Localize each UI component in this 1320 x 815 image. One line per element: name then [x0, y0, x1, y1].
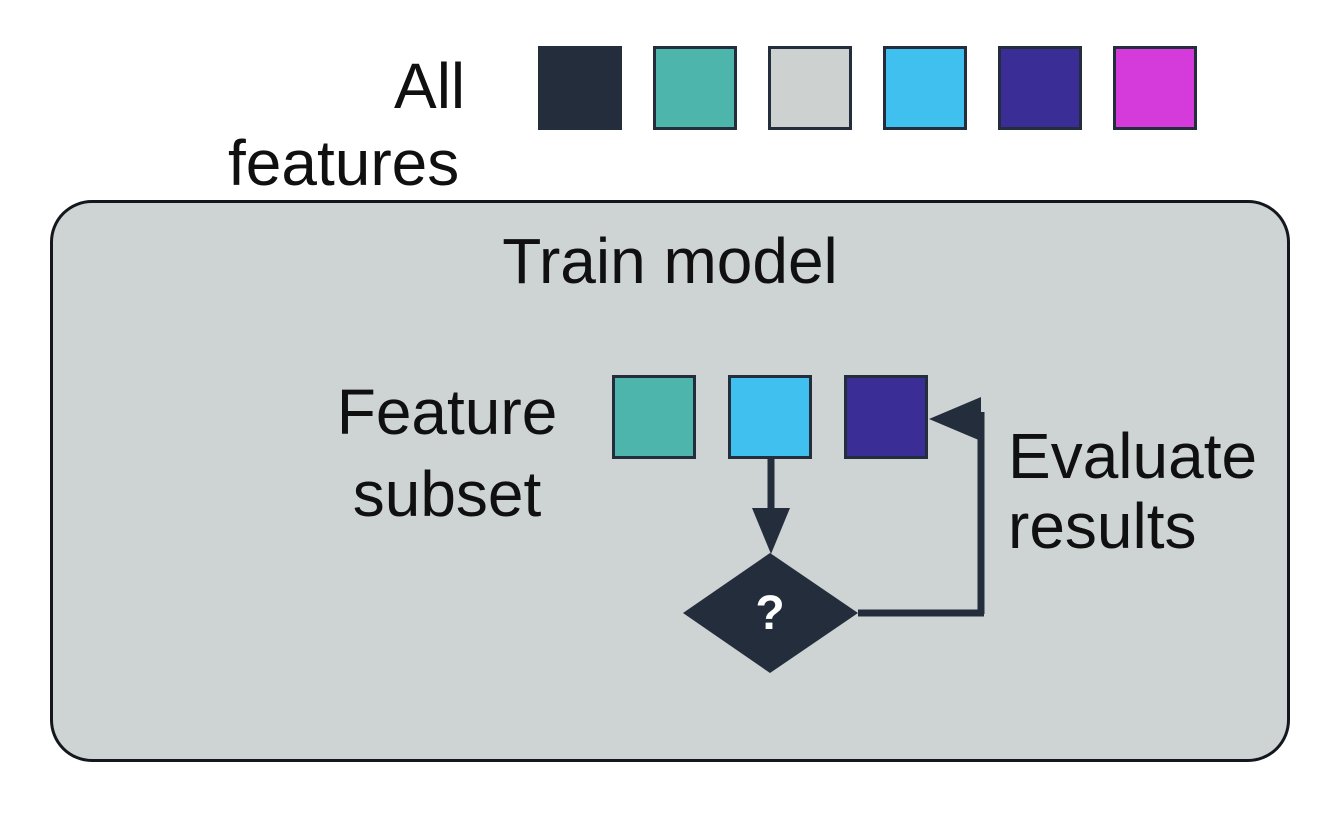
feature-subset-squares	[612, 375, 928, 459]
decision-question-mark: ?	[755, 587, 785, 640]
all-features-label-line2: features	[228, 127, 460, 199]
subset-square-teal	[612, 375, 696, 459]
feature-square-magenta	[1113, 46, 1197, 130]
feature-subset-label-line1: Feature	[336, 376, 558, 448]
train-model-title: Train model	[502, 225, 838, 297]
subset-square-indigo	[844, 375, 928, 459]
train-model-container	[50, 200, 1290, 762]
feature-square-teal	[653, 46, 737, 130]
evaluate-results-label-line1: Evaluate	[1008, 420, 1258, 492]
all-features-label-line1: All	[394, 50, 466, 122]
feature-subset-label-line2: subset	[352, 458, 542, 530]
subset-square-sky-blue	[728, 375, 812, 459]
all-features-squares	[538, 46, 1197, 130]
feature-square-light-gray	[768, 46, 852, 130]
feature-square-indigo	[998, 46, 1082, 130]
evaluate-results-label-line2: results	[1008, 490, 1197, 562]
feature-square-dark-navy	[538, 46, 622, 130]
feature-square-sky-blue	[883, 46, 967, 130]
